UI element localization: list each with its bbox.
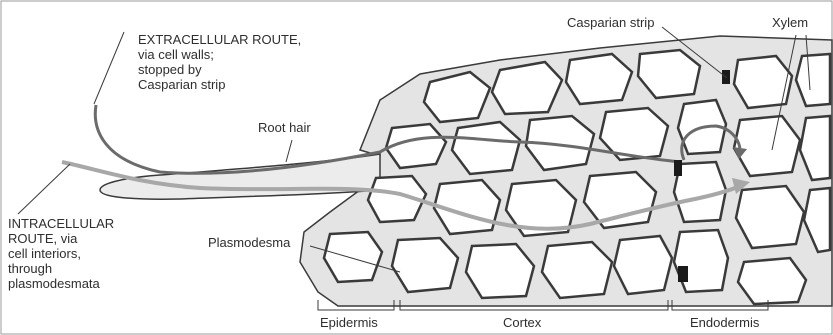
leader-extracellular (94, 32, 124, 104)
plasmodesma-label: Plasmodesma (208, 235, 290, 250)
epidermis-label: Epidermis (320, 315, 378, 330)
casparian-strip-label: Casparian strip (567, 15, 654, 30)
root-hair-label: Root hair (258, 120, 311, 135)
intracellular-label-line: ROUTE, via (8, 231, 114, 246)
intracellular-label-line: INTRACELLULAR (8, 216, 114, 231)
intracellular-label-line: plasmodesmata (8, 276, 114, 291)
intracellular-label-line: cell interiors, (8, 246, 114, 261)
extracellular-route-label: EXTRACELLULAR ROUTE, via cell walls; sto… (138, 32, 301, 92)
endodermis-label: Endodermis (690, 315, 759, 330)
intracellular-label-line: through (8, 261, 114, 276)
extracellular-label-line: Casparian strip (138, 77, 301, 92)
casparian-strip-mark-3 (678, 266, 688, 282)
extracellular-label-line: EXTRACELLULAR ROUTE, (138, 32, 301, 47)
leader-intracellular (18, 164, 70, 214)
casparian-strip-mark-2 (674, 160, 682, 176)
intracellular-route-label: INTRACELLULAR ROUTE, via cell interiors,… (8, 216, 114, 291)
cortex-label: Cortex (503, 315, 541, 330)
extracellular-label-line: stopped by (138, 62, 301, 77)
xylem-label: Xylem (772, 15, 808, 30)
extracellular-label-line: via cell walls; (138, 47, 301, 62)
leader-root-hair (286, 140, 292, 162)
